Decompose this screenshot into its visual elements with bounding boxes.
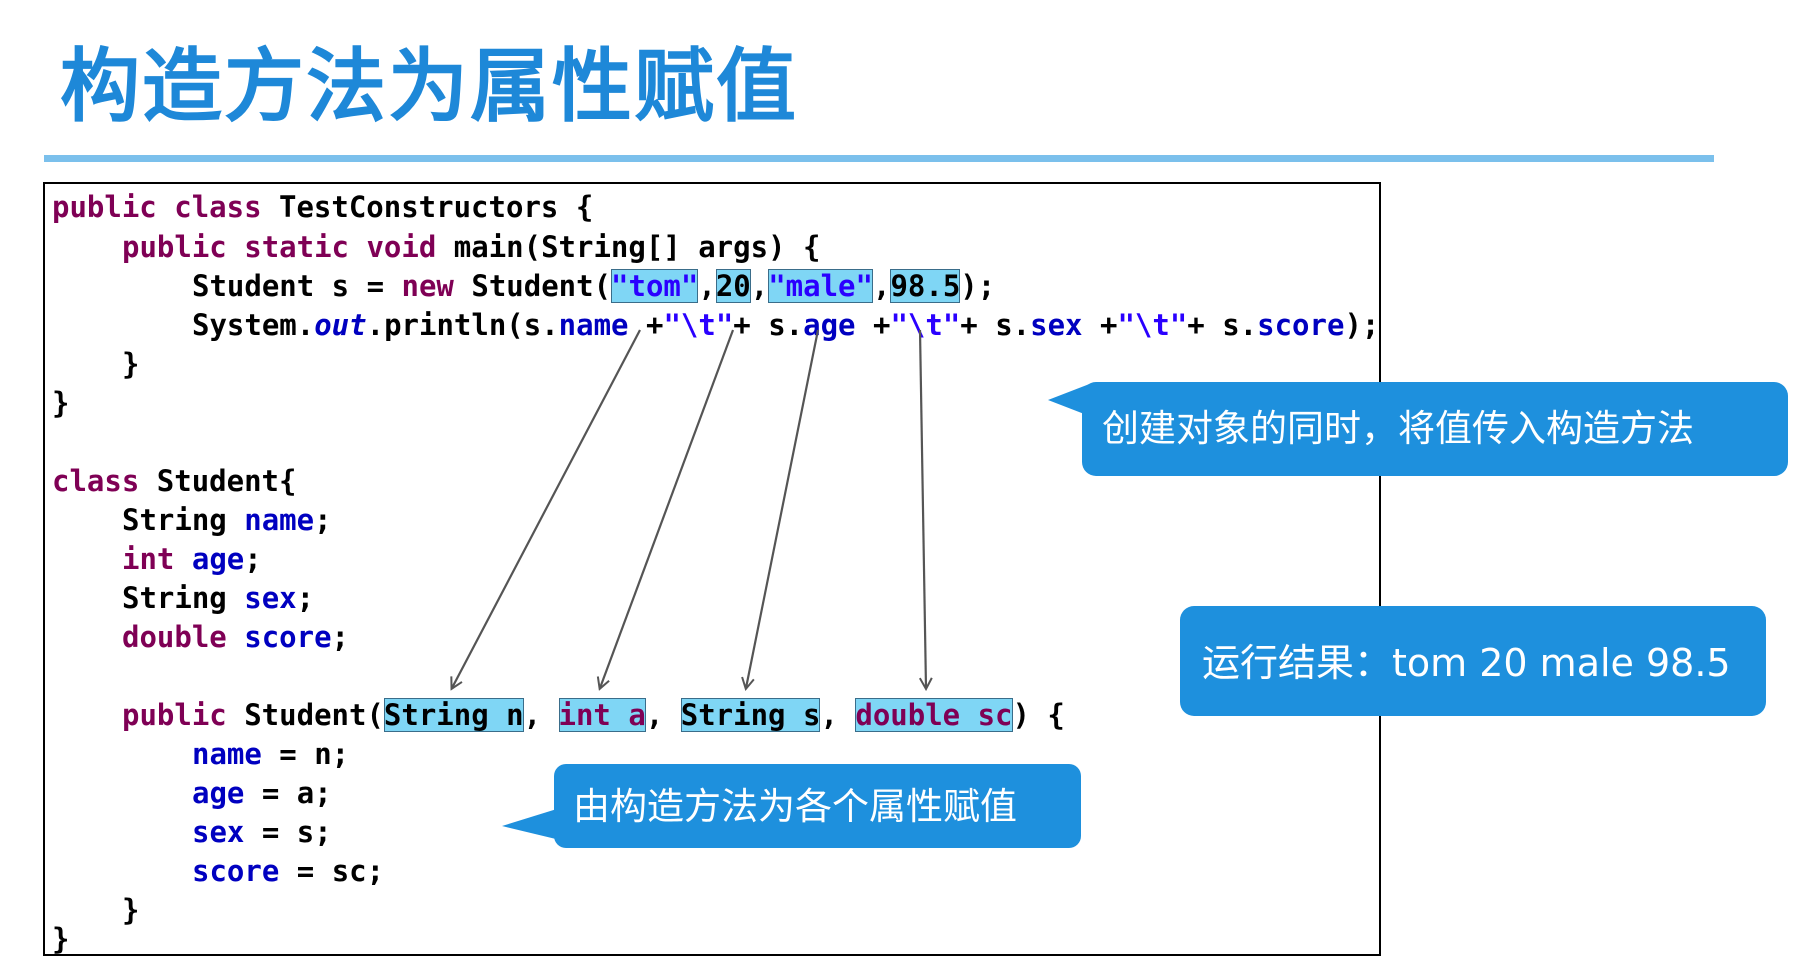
field-decl: sex <box>244 581 297 615</box>
keyword: void <box>366 230 437 264</box>
code-text: = a; <box>244 776 332 810</box>
parameter-sex: String s <box>680 698 821 732</box>
code-text: + <box>628 308 664 342</box>
field-ref: age <box>192 776 245 810</box>
callout-text-constructor-call: 创建对象的同时，将值传入构造方法 <box>1102 407 1694 450</box>
code-line-5: } <box>122 345 139 383</box>
code-text: } <box>52 386 70 420</box>
keyword: class <box>174 190 262 224</box>
code-line-9: String name; <box>122 501 332 539</box>
code-text: + s. <box>960 308 1031 342</box>
keyword: public <box>122 230 227 264</box>
code-text: = sc; <box>279 854 385 888</box>
argument-male: "male" <box>768 269 873 303</box>
slide-title: 构造方法为属性赋值 <box>60 40 798 133</box>
code-line-14: public Student(String n, int a, String s… <box>122 696 1065 734</box>
separator: , <box>820 698 856 732</box>
code-line-8: class Student{ <box>52 462 296 500</box>
code-block: public class TestConstructors { public s… <box>43 182 1381 956</box>
code-text: } <box>122 893 140 927</box>
code-text: + <box>1082 308 1118 342</box>
parameter-age: int a <box>558 698 646 732</box>
code-line-1: public class TestConstructors { <box>52 188 593 226</box>
field-ref: score <box>192 854 280 888</box>
argument-tom: "tom" <box>611 269 699 303</box>
comma: , <box>698 269 716 303</box>
field-ref: name <box>192 737 262 771</box>
code-line-2: public static void main(String[] args) { <box>122 228 820 266</box>
field-ref: age <box>803 308 856 342</box>
code-text: + s. <box>1187 308 1258 342</box>
comma: , <box>750 269 769 303</box>
separator: , <box>645 698 681 732</box>
keyword: static <box>244 230 349 264</box>
code-text: + <box>855 308 891 342</box>
code-text: main(String[] args) { <box>436 230 821 264</box>
code-line-18: score = sc; <box>192 852 384 890</box>
code-text: Student( <box>453 269 612 303</box>
code-text: ; <box>296 581 315 615</box>
string-literal: "\t" <box>1117 308 1188 342</box>
keyword: int <box>122 542 175 576</box>
code-line-11: String sex; <box>122 579 314 617</box>
code-text: .println(s. <box>366 308 559 342</box>
argument-score: 98.5 <box>890 269 961 303</box>
code-text: ; <box>244 542 262 576</box>
code-text: ) { <box>1012 698 1065 732</box>
keyword: class <box>52 464 140 498</box>
code-line-12: double score; <box>122 618 349 656</box>
code-text: System. <box>192 308 315 342</box>
code-text: ); <box>960 269 996 303</box>
code-text: ; <box>314 503 332 537</box>
title-underline <box>44 155 1714 162</box>
code-text: Student s = <box>192 269 402 303</box>
callout-text-constructor-assign: 由构造方法为各个属性赋值 <box>573 785 1017 828</box>
code-line-17: sex = s; <box>192 813 332 851</box>
code-line-4: System.out.println(s.name +"\t"+ s.age +… <box>192 306 1379 344</box>
field-ref: sex <box>192 815 245 849</box>
field-decl: age <box>191 542 245 576</box>
code-text: = n; <box>261 737 350 771</box>
field-decl: score <box>244 620 332 654</box>
code-text: String <box>122 581 227 615</box>
field-ref: name <box>558 308 629 342</box>
argument-age: 20 <box>715 269 751 303</box>
code-line-10: int age; <box>122 540 262 578</box>
code-text: } <box>122 347 140 381</box>
code-text: ; <box>331 620 350 654</box>
code-line-19: } <box>122 891 139 929</box>
code-text: Student( <box>226 698 384 732</box>
code-text: Student{ <box>139 464 297 498</box>
keyword: public <box>122 698 227 732</box>
code-line-16: age = a; <box>192 774 332 812</box>
field-decl: name <box>244 503 315 537</box>
string-literal: "\t" <box>890 308 961 342</box>
code-line-15: name = n; <box>192 735 349 773</box>
code-line-3: Student s = new Student("tom",20,"male",… <box>192 267 995 305</box>
callout-text-result: 运行结果：tom 20 male 98.5 <box>1202 641 1731 685</box>
keyword: public <box>52 190 157 224</box>
code-line-20: } <box>52 920 69 958</box>
parameter-score: double sc <box>855 698 1013 732</box>
code-text: } <box>52 922 70 956</box>
code-text: ); <box>1344 308 1380 342</box>
code-text: = s; <box>244 815 332 849</box>
code-text: String <box>122 503 227 537</box>
code-line-6: } <box>52 384 69 422</box>
keyword: new <box>401 269 454 303</box>
field-ref: score <box>1257 308 1345 342</box>
keyword: double <box>122 620 227 654</box>
comma: , <box>872 269 891 303</box>
code-text: + s. <box>733 308 804 342</box>
field-ref: sex <box>1030 308 1083 342</box>
code-text: TestConstructors { <box>261 190 594 224</box>
field-out: out <box>314 308 367 342</box>
separator: , <box>523 698 559 732</box>
string-literal: "\t" <box>663 308 734 342</box>
parameter-name: String n <box>383 698 524 732</box>
